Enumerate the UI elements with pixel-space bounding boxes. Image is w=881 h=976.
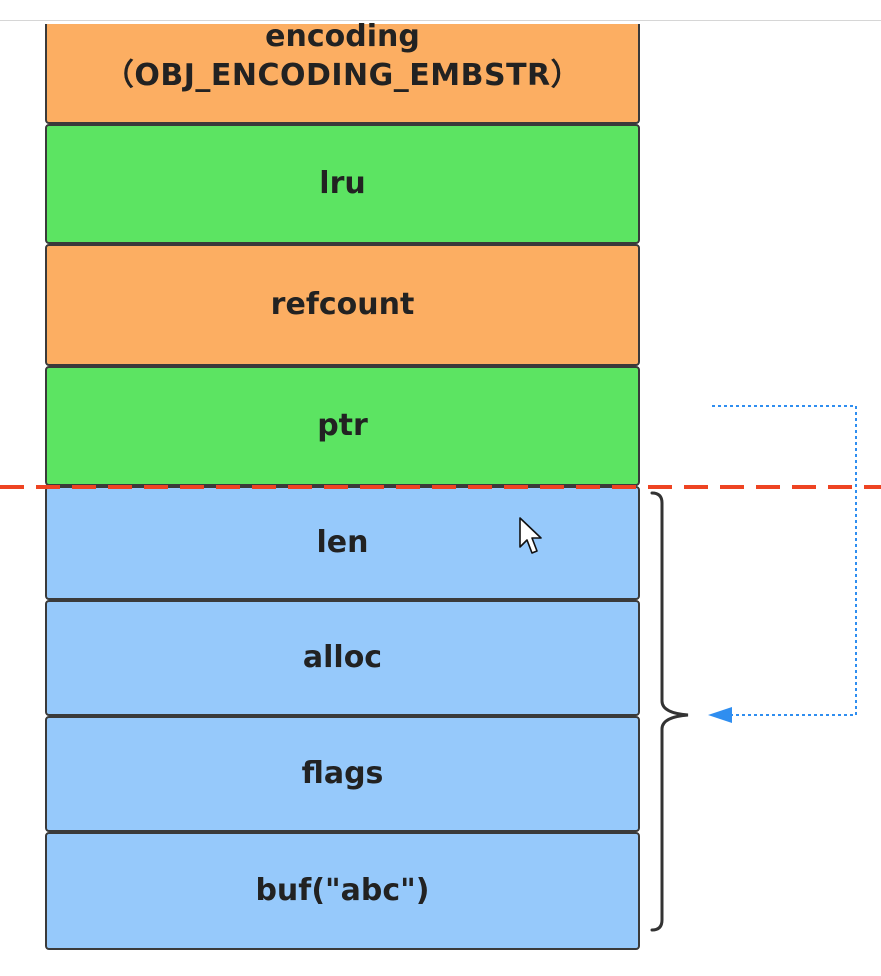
field-buf-label: buf("abc") xyxy=(255,873,430,908)
field-flags: flags xyxy=(45,716,640,832)
field-refcount-label: refcount xyxy=(270,287,415,322)
field-lru: lru xyxy=(45,124,640,244)
ptr-arrow-line xyxy=(712,405,857,716)
field-encoding: encoding （OBJ_ENCODING_EMBSTR） xyxy=(45,19,640,124)
field-len: len xyxy=(45,486,640,600)
field-ptr-label: ptr xyxy=(317,408,368,443)
field-lru-label: lru xyxy=(319,166,366,201)
field-buf: buf("abc") xyxy=(45,832,640,950)
field-encoding-value: （OBJ_ENCODING_EMBSTR） xyxy=(103,58,582,93)
field-encoding-label: encoding xyxy=(265,19,420,54)
field-alloc-label: alloc xyxy=(302,640,383,675)
ptr-arrowhead xyxy=(708,707,732,723)
mouse-cursor-icon xyxy=(519,517,542,554)
field-flags-label: flags xyxy=(301,756,384,791)
top-divider xyxy=(0,0,881,21)
field-len-label: len xyxy=(316,525,369,560)
field-refcount: refcount xyxy=(45,244,640,366)
field-alloc: alloc xyxy=(45,600,640,716)
sds-bracket xyxy=(650,491,689,932)
